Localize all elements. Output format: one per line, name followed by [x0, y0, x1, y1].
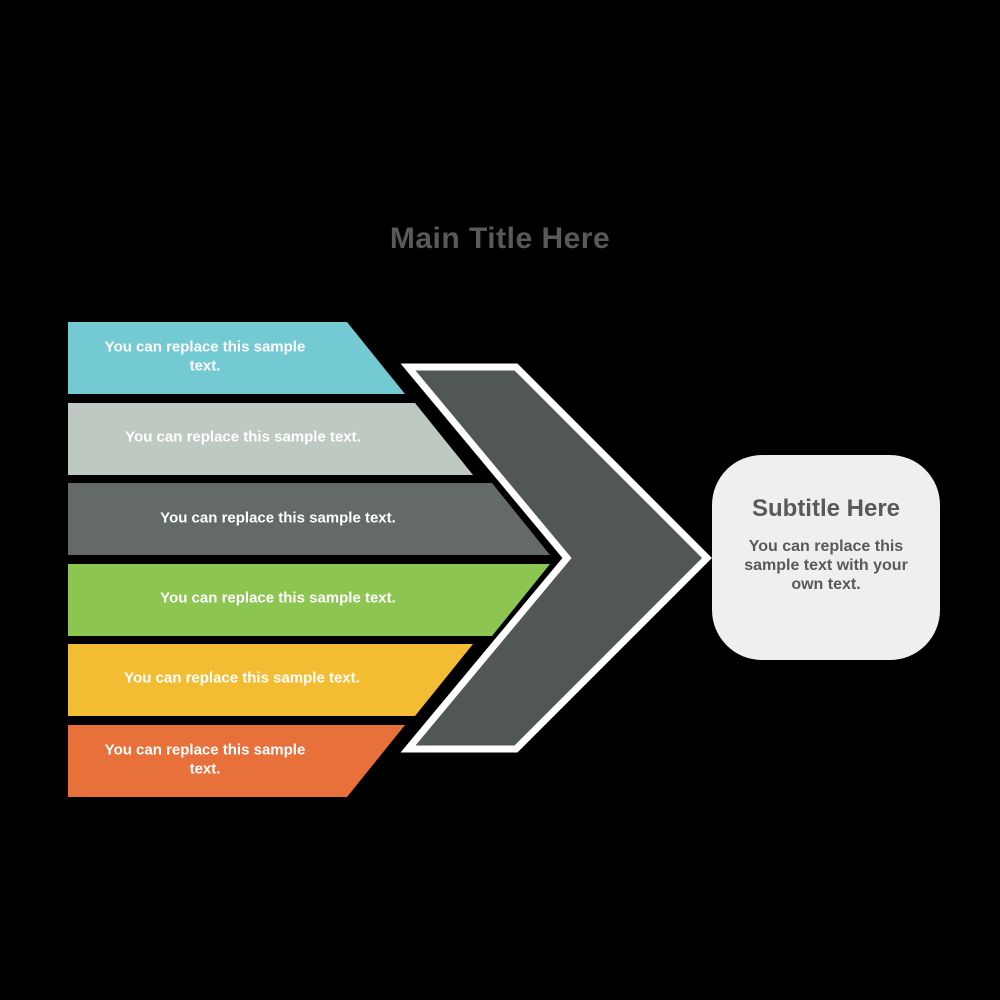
- subtitle-body[interactable]: You can replace this sample text with yo…: [744, 538, 908, 594]
- step-label-4[interactable]: You can replace this sample text.: [160, 589, 396, 607]
- step-band-4[interactable]: [68, 564, 550, 636]
- subtitle-box[interactable]: Subtitle Here You can replace this sampl…: [712, 455, 940, 660]
- subtitle-title[interactable]: Subtitle Here: [751, 495, 901, 522]
- step-band-2[interactable]: [68, 403, 473, 475]
- step-band-6[interactable]: [68, 725, 405, 797]
- step-label-5[interactable]: You can replace this sample text.: [124, 669, 360, 687]
- chevron-arrow-shape[interactable]: [400, 363, 712, 753]
- step-band-5[interactable]: [68, 644, 473, 716]
- step-band-3[interactable]: [68, 483, 550, 555]
- step-label-2[interactable]: You can replace this sample text.: [125, 428, 361, 446]
- main-title[interactable]: Main Title Here: [389, 222, 611, 255]
- step-label-3[interactable]: You can replace this sample text.: [160, 509, 396, 527]
- step-label-6[interactable]: You can replace this sample text.: [104, 741, 306, 777]
- step-band-1[interactable]: [68, 322, 405, 394]
- step-label-1[interactable]: You can replace this sample text.: [104, 338, 306, 374]
